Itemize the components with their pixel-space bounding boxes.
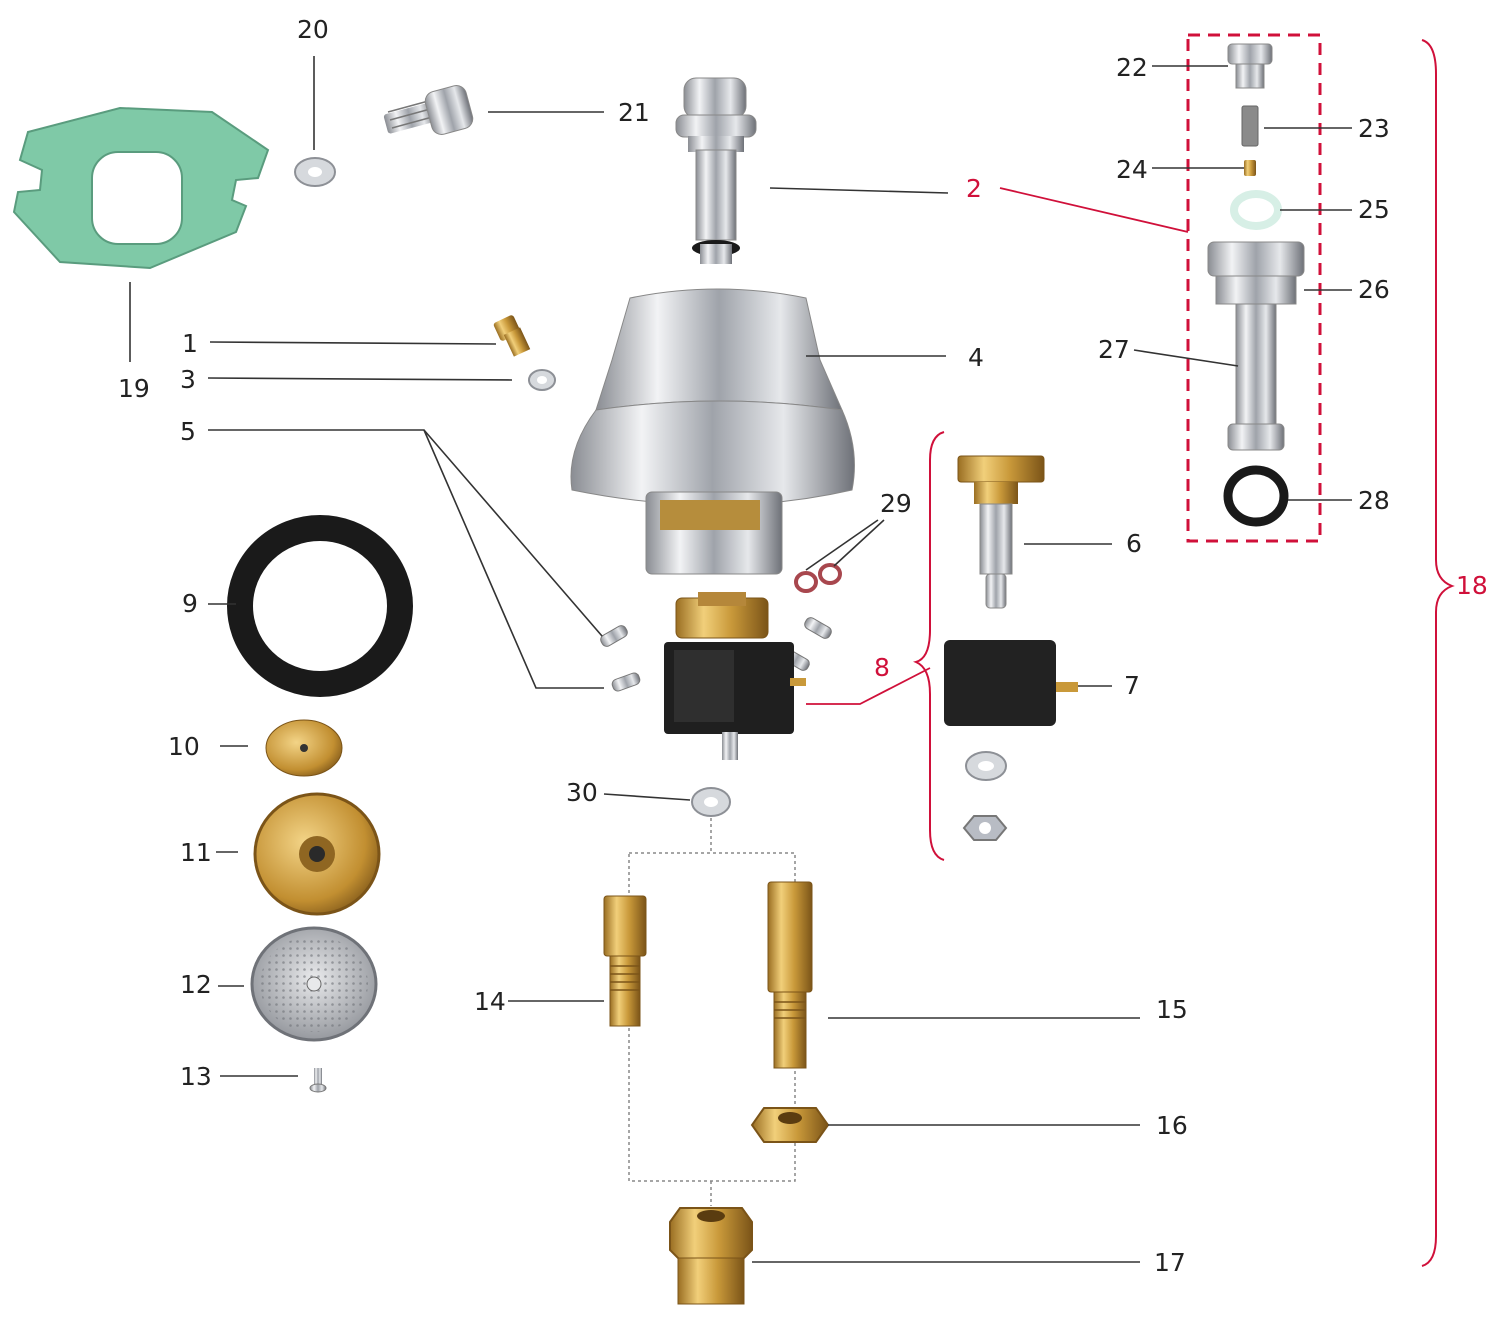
callout-29: 29 — [880, 489, 912, 518]
callout-23: 23 — [1358, 114, 1390, 143]
callout-25: 25 — [1358, 195, 1390, 224]
callout-13: 13 — [180, 1062, 212, 1091]
coil-7 — [944, 640, 1078, 841]
callout-4: 4 — [968, 343, 984, 372]
red-leader-lines — [806, 187, 1189, 705]
shower-screen-12 — [250, 926, 378, 1042]
callout-7: 7 — [1124, 671, 1140, 700]
tube-27 — [1227, 303, 1285, 451]
jet-24 — [1244, 160, 1256, 176]
callout-16: 16 — [1156, 1111, 1188, 1140]
o-rings-29 — [794, 563, 842, 593]
seal-25 — [1230, 190, 1282, 230]
callout-18: 18 — [1456, 571, 1488, 600]
washer-3 — [528, 369, 556, 391]
filter-23 — [1241, 105, 1259, 147]
fitting-1 — [493, 315, 531, 357]
callout-30: 30 — [566, 778, 598, 807]
callout-2: 2 — [966, 174, 982, 203]
kit-2-dashed-box — [1186, 33, 1322, 543]
diffuser-11 — [253, 792, 381, 916]
delivery-valve-2 — [675, 77, 757, 264]
short-nozzle-14 — [603, 895, 647, 1027]
callout-14: 14 — [474, 987, 506, 1016]
callout-22: 22 — [1116, 53, 1148, 82]
callout-19: 19 — [118, 374, 150, 403]
callout-5: 5 — [180, 417, 196, 446]
o-ring-28 — [1223, 465, 1289, 527]
callout-8: 8 — [874, 653, 890, 682]
callout-12: 12 — [180, 970, 212, 999]
callout-24: 24 — [1116, 155, 1148, 184]
callout-26: 26 — [1358, 275, 1390, 304]
group-head-4 — [570, 288, 855, 575]
callout-10: 10 — [168, 732, 200, 761]
brass-disc-10 — [265, 719, 343, 777]
valve-stem-6 — [957, 455, 1045, 609]
callout-6: 6 — [1126, 529, 1142, 558]
callout-9: 9 — [182, 589, 198, 618]
callout-28: 28 — [1358, 486, 1390, 515]
bracket-18 — [1421, 39, 1455, 1267]
nozzle-tip-22 — [1227, 43, 1273, 89]
washer-20 — [294, 157, 336, 187]
washer-30 — [691, 787, 731, 817]
gasket-ring-9 — [227, 515, 413, 697]
screw-13 — [309, 1068, 327, 1093]
callout-11: 11 — [180, 838, 212, 867]
bracket-8 — [913, 431, 945, 861]
callout-15: 15 — [1156, 995, 1188, 1024]
screws-5 — [600, 617, 832, 692]
callout-20: 20 — [297, 15, 329, 44]
hex-nut-16 — [750, 1107, 830, 1143]
solenoid-valve-8 — [664, 592, 806, 760]
callout-3: 3 — [180, 365, 196, 394]
long-nozzle-15 — [767, 881, 813, 1069]
screw-21 — [383, 85, 474, 135]
callout-17: 17 — [1154, 1248, 1186, 1277]
callout-21: 21 — [618, 98, 650, 127]
callout-1: 1 — [182, 329, 198, 358]
gasket-19 — [12, 106, 270, 270]
valve-body-26 — [1207, 241, 1305, 305]
reducer-fitting-17 — [669, 1207, 753, 1305]
callout-27: 27 — [1098, 335, 1130, 364]
leader-lines — [129, 56, 1352, 1263]
